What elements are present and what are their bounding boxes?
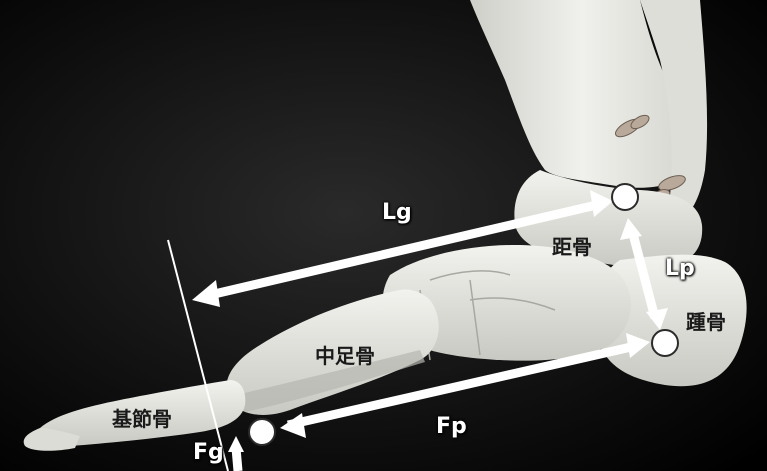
marker-talus [612, 184, 638, 210]
label-lg: Lg [382, 202, 412, 224]
marker-calcaneus [652, 330, 678, 356]
label-calcaneus: 踵骨 [686, 312, 726, 332]
marker-metatarsal-head [249, 419, 275, 445]
label-fp: Fp [436, 416, 467, 438]
label-talus: 距骨 [552, 237, 592, 257]
label-metatarsal: 中足骨 [315, 346, 375, 366]
label-proximal-phalanx: 基節骨 [112, 409, 172, 429]
label-fg: Fg [193, 442, 224, 464]
label-lp: Lp [665, 258, 695, 280]
